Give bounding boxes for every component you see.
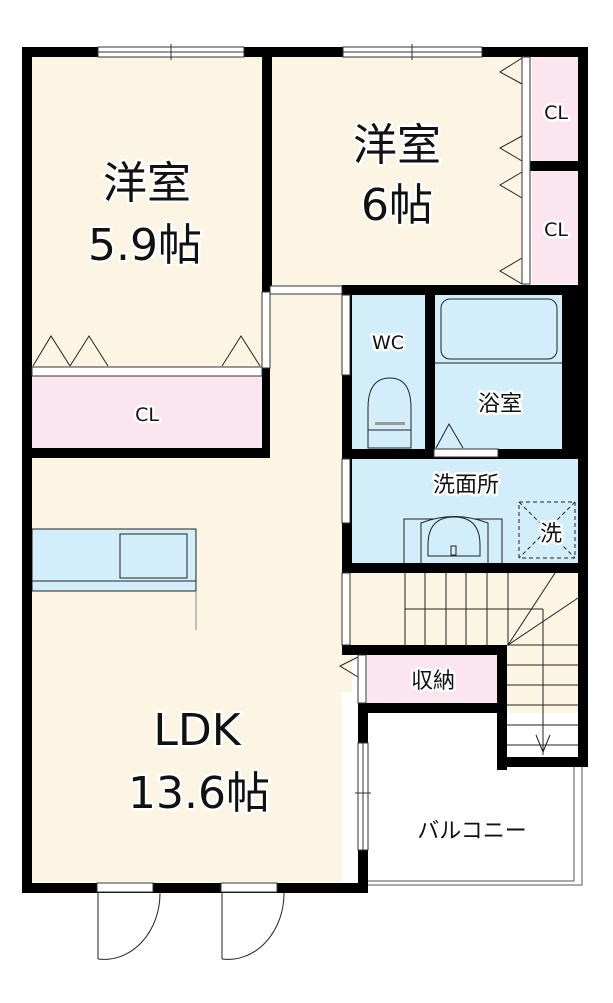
walls (22, 47, 588, 893)
balcony-label: バルコニー (417, 819, 527, 844)
closet-1-floor (32, 376, 262, 448)
fixtures (31, 57, 579, 755)
closet-door-chevrons-2 (498, 57, 523, 285)
storage-label: 収納 (411, 669, 455, 694)
labels: 洋室 5.9帖 洋室 6帖 LDK 13.6帖 CL CL CL WC 浴室 洗… (86, 100, 571, 847)
kitchen-counter-icon (31, 528, 197, 630)
storage-door-chevron (338, 656, 359, 678)
balcony-rail (368, 767, 583, 886)
room1-size: 5.9帖 (88, 220, 202, 271)
windows (31, 44, 531, 893)
room1-name: 洋室 (103, 158, 191, 209)
closet-3-label: CL (544, 219, 568, 241)
closet-2-floor (532, 56, 578, 161)
ldk-size: 13.6帖 (128, 768, 270, 819)
wc-label: WC (372, 332, 404, 354)
closet-1-label: CL (135, 404, 159, 426)
bathroom-door-chevron (435, 422, 464, 449)
closet-door-chevrons-1 (32, 335, 261, 367)
balcony-floor (368, 713, 580, 885)
washing-machine-spot (518, 501, 576, 559)
closet-2-label: CL (544, 102, 568, 124)
entry-door-2-icon (221, 892, 285, 960)
room2-name: 洋室 (353, 120, 441, 171)
washing-machine-label: 洗 (540, 522, 562, 547)
western-room-1-floor (32, 56, 262, 372)
storage-floor (367, 655, 497, 703)
bathroom-label: 浴室 (478, 392, 522, 417)
entry-doors (97, 892, 285, 960)
bathtub-icon (440, 298, 558, 360)
staircase-icon (404, 572, 579, 755)
room2-size: 6帖 (361, 180, 433, 231)
washroom-label: 洗面所 (433, 473, 499, 498)
western-room-2-floor (270, 56, 528, 286)
closet-3-floor (532, 171, 578, 284)
ldk-hall-floor (262, 292, 352, 692)
toilet-icon (367, 377, 412, 449)
ldk-name: LDK (153, 705, 241, 756)
entry-door-1-icon (97, 892, 161, 960)
washbasin-icon (403, 516, 503, 565)
